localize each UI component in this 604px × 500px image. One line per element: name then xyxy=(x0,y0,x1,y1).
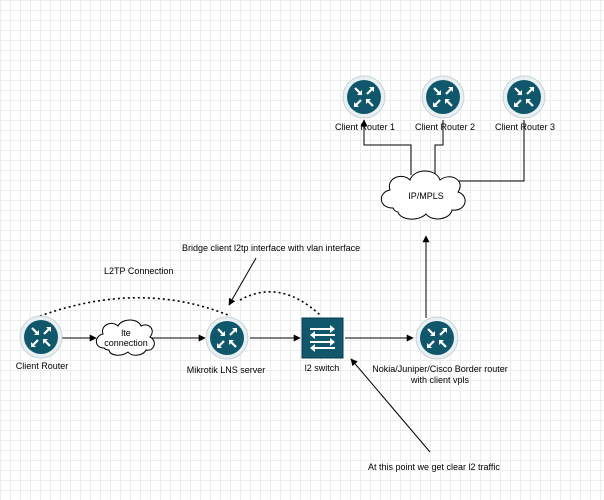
router-icon xyxy=(342,75,386,119)
client-router-label: Client Router xyxy=(15,361,69,371)
clear-traffic-annotation: At this point we get clear l2 traffic xyxy=(368,462,500,472)
switch-icon xyxy=(301,317,344,359)
bridge-annotation: Bridge client l2tp interface with vlan i… xyxy=(182,243,361,253)
router-icon xyxy=(421,75,465,119)
lte-cloud-label-line1: lte xyxy=(121,328,131,338)
ipmpls-cloud-label: IP/MPLS xyxy=(408,191,444,201)
link-mpls-router3 xyxy=(450,120,525,182)
l2tp-tunnel-dotted xyxy=(39,296,229,317)
l2tp-annotation: L2TP Connection xyxy=(104,266,174,276)
link-mpls-router2 xyxy=(434,120,444,180)
ipmpls-cloud xyxy=(380,170,466,220)
bridge-annotation-arrow xyxy=(228,257,257,306)
link-mpls-router1 xyxy=(360,119,412,175)
lns-server-label: Mikrotik LNS server xyxy=(186,365,266,375)
router-icon xyxy=(502,75,546,119)
l2tp-tunnel-dotted-2 xyxy=(239,291,321,316)
lte-cloud-label-line2: connection xyxy=(104,338,148,348)
client-router-2-label: Client Router 2 xyxy=(414,122,476,132)
clear-traffic-annotation-arrow xyxy=(350,358,431,453)
client-router-3-label: Client Router 3 xyxy=(494,122,556,132)
l2-switch-label: l2 switch xyxy=(304,363,340,373)
lte-cloud xyxy=(95,319,155,356)
border-router-label-line1: Nokia/Juniper/Cisco Border router xyxy=(372,364,508,374)
router-icon xyxy=(415,316,459,360)
router-icon xyxy=(19,315,63,359)
router-icon xyxy=(205,316,249,360)
border-router-label-line2: with client vpls xyxy=(410,375,470,385)
client-router-1-label: Client Router 1 xyxy=(334,122,396,132)
